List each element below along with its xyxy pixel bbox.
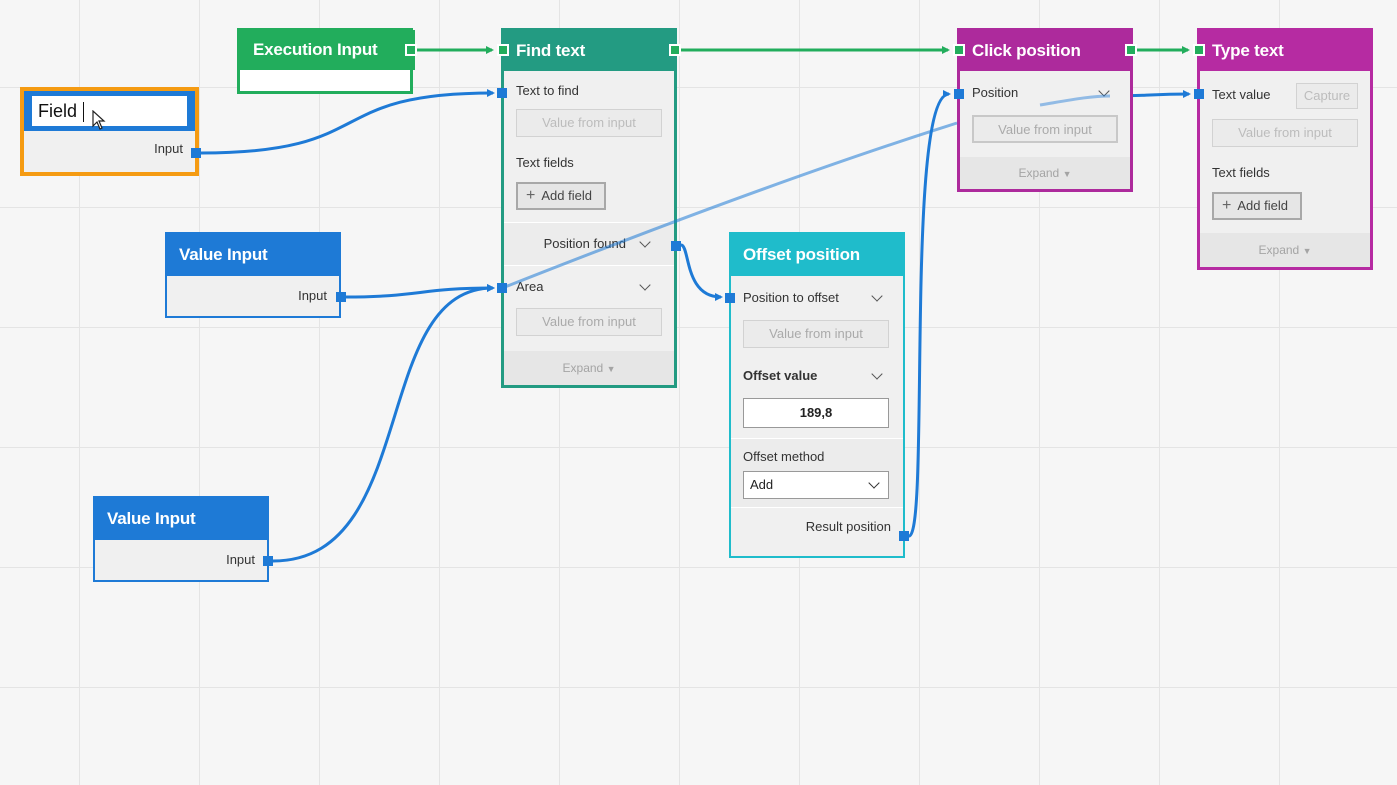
click-position-title: Click position: [960, 31, 1130, 71]
mouse-cursor-icon: [92, 110, 106, 130]
text-to-find-label: Text to find: [516, 83, 579, 98]
value-input-2-port-label: Input: [226, 552, 255, 567]
expand-label: Expand: [562, 361, 604, 375]
field-input-value: Field: [38, 101, 78, 121]
offset-value-input[interactable]: 189,8: [743, 398, 889, 428]
add-field-label: Add field: [1237, 198, 1288, 213]
type-text-fields-label: Text fields: [1212, 165, 1270, 180]
expand-label: Expand: [1258, 243, 1300, 257]
type-text-title: Type text: [1200, 31, 1370, 71]
click-position-value-button[interactable]: Value from input: [972, 115, 1118, 143]
capture-button[interactable]: Capture: [1296, 83, 1358, 109]
value-input-node-1[interactable]: Value Input Input: [165, 232, 341, 318]
value-input-node-2[interactable]: Value Input Input: [93, 496, 269, 582]
caret-down-icon: ▼: [606, 364, 616, 374]
chevron-down-icon[interactable]: [1098, 85, 1110, 97]
find-text-exec-out-port[interactable]: [669, 44, 681, 56]
result-position-label: Result position: [805, 519, 891, 534]
offset-value-label: Offset value: [743, 368, 818, 383]
chevron-down-icon[interactable]: [639, 279, 651, 291]
position-to-offset-label: Position to offset: [743, 290, 839, 305]
find-text-expand[interactable]: Expand ▼: [504, 351, 674, 385]
wire-value2-to-area: [272, 284, 495, 563]
click-position-exec-out-port[interactable]: [1125, 44, 1137, 56]
position-found-row[interactable]: Position found: [504, 223, 674, 265]
wire-field-to-text: [200, 89, 495, 155]
type-text-value-button[interactable]: Value from input: [1212, 119, 1358, 147]
execution-input-node[interactable]: Execution Input: [237, 28, 415, 94]
type-text-exec-in-port[interactable]: [1193, 44, 1205, 56]
plus-icon: +: [1222, 197, 1232, 214]
caret-down-icon: ▼: [1302, 246, 1312, 256]
type-text-add-field-button[interactable]: + Add field: [1212, 192, 1302, 220]
field-input-node[interactable]: Field Input: [20, 87, 199, 176]
offset-value-row[interactable]: Offset value: [731, 354, 903, 398]
wire-result-to-click: [907, 90, 951, 538]
click-position-exec-in-port[interactable]: [953, 44, 965, 56]
value-input-2-title: Value Input: [95, 498, 267, 540]
add-field-button[interactable]: + Add field: [516, 182, 606, 210]
position-to-offset-row[interactable]: Position to offset: [731, 276, 903, 320]
offset-method-label: Offset method: [731, 439, 903, 465]
offset-position-node[interactable]: Offset position Position to offset Value…: [729, 232, 905, 558]
find-text-exec-in-port[interactable]: [497, 44, 509, 56]
position-found-label: Position found: [543, 236, 626, 251]
click-position-position-row[interactable]: Position: [960, 71, 1130, 115]
result-position-port[interactable]: [899, 531, 909, 541]
offset-method-select[interactable]: Add: [743, 471, 889, 499]
chevron-down-icon: [868, 477, 880, 489]
execution-output-port[interactable]: [405, 44, 417, 56]
type-text-node[interactable]: Type text Text value Capture Value from …: [1197, 28, 1373, 270]
value-input-1-port-label: Input: [298, 288, 327, 303]
position-to-offset-port[interactable]: [725, 293, 735, 303]
area-value-button[interactable]: Value from input: [516, 308, 662, 336]
click-position-input-port[interactable]: [954, 89, 964, 99]
value-input-2-output-port[interactable]: [263, 556, 273, 566]
type-text-expand[interactable]: Expand ▼: [1200, 233, 1370, 267]
field-text-input[interactable]: Field: [32, 96, 187, 130]
click-position-node[interactable]: Click position Position Value from input…: [957, 28, 1133, 192]
offset-position-title: Offset position: [731, 234, 903, 276]
area-port[interactable]: [497, 283, 507, 293]
field-port-label: Input: [154, 141, 183, 156]
click-position-expand[interactable]: Expand ▼: [960, 157, 1130, 189]
position-found-port[interactable]: [671, 241, 681, 251]
add-field-label: Add field: [541, 188, 592, 203]
value-input-1-title: Value Input: [167, 234, 339, 276]
chevron-down-icon[interactable]: [871, 290, 883, 302]
field-header: Field: [24, 91, 195, 131]
text-value-label: Text value: [1212, 87, 1271, 102]
chevron-down-icon[interactable]: [639, 236, 651, 248]
position-to-offset-value-button[interactable]: Value from input: [743, 320, 889, 348]
wire-position-to-offset: [680, 243, 723, 301]
find-text-node[interactable]: Find text Text to find Value from input …: [501, 28, 677, 388]
caret-down-icon: ▼: [1062, 169, 1072, 179]
click-position-position-label: Position: [972, 85, 1019, 100]
chevron-down-icon[interactable]: [871, 368, 883, 380]
offset-method-selected: Add: [750, 477, 774, 492]
plus-icon: +: [526, 187, 536, 204]
execution-input-title: Execution Input: [239, 30, 415, 70]
value-input-1-output-port[interactable]: [336, 292, 346, 302]
find-text-title: Find text: [504, 31, 674, 71]
wire-value1-to-area: [344, 284, 495, 299]
text-to-find-port[interactable]: [497, 88, 507, 98]
text-fields-label: Text fields: [516, 155, 574, 170]
text-to-find-value-button[interactable]: Value from input: [516, 109, 662, 137]
area-row[interactable]: Area: [504, 266, 674, 308]
area-label: Area: [516, 279, 544, 294]
field-output-port[interactable]: [191, 148, 201, 158]
text-value-port[interactable]: [1194, 89, 1204, 99]
expand-label: Expand: [1018, 166, 1060, 180]
